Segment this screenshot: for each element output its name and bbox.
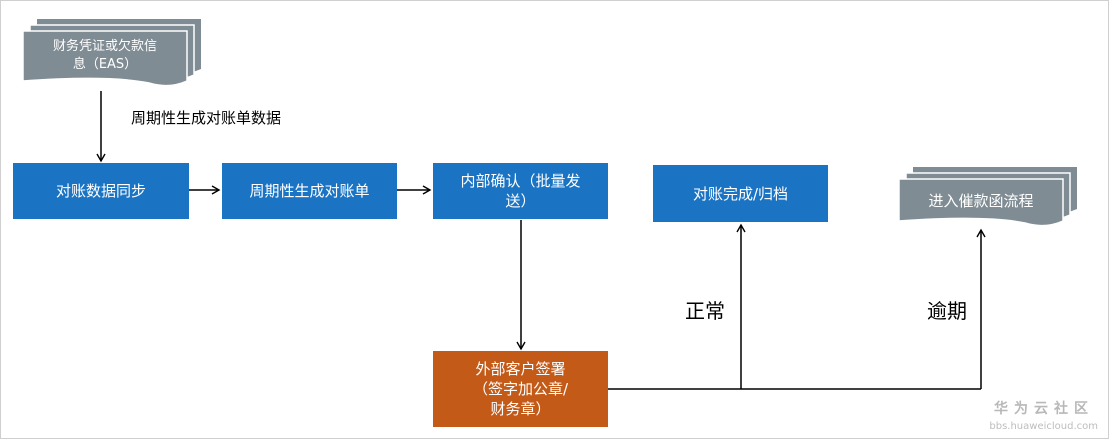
confirm-node-line2: 送） bbox=[505, 192, 536, 210]
dunning-document-text: 进入催款函流程 bbox=[899, 179, 1063, 221]
source-document-shape: 财务凭证或欠款信 息（EAS） bbox=[23, 19, 203, 93]
dunning-document-label: 进入催款函流程 bbox=[928, 191, 1034, 210]
sync-node-label: 对账数据同步 bbox=[55, 182, 146, 200]
generate-node: 周期性生成对账单 bbox=[222, 163, 397, 219]
sync-node: 对账数据同步 bbox=[13, 163, 189, 219]
overdue-edge-label: 逾期 bbox=[927, 299, 967, 323]
customer-node-line3: 财务章） bbox=[490, 400, 551, 418]
source-document-line2: 息（EAS） bbox=[72, 57, 138, 72]
customer-sign-node: 外部客户签署 （签字加公章/ 财务章） bbox=[433, 351, 608, 427]
cycle-label: 周期性生成对账单数据 bbox=[131, 109, 282, 127]
generate-node-label: 周期性生成对账单 bbox=[249, 182, 370, 200]
dunning-document-shape: 进入催款函流程 bbox=[899, 167, 1079, 231]
customer-node-line1: 外部客户签署 bbox=[475, 360, 566, 378]
done-node: 对账完成/归档 bbox=[653, 165, 828, 222]
normal-edge-label: 正常 bbox=[685, 299, 725, 323]
source-document-text: 财务凭证或欠款信 息（EAS） bbox=[23, 31, 187, 81]
confirm-node-line1: 内部确认（批量发 bbox=[460, 172, 581, 190]
watermark-url: bbs.huaweicloud.com bbox=[989, 421, 1098, 432]
source-document-line1: 财务凭证或欠款信 bbox=[52, 39, 157, 54]
customer-node-line2: （签字加公章/ bbox=[472, 380, 569, 398]
watermark-logo-text: 华为云社区 bbox=[994, 401, 1094, 417]
confirm-node: 内部确认（批量发 送） bbox=[433, 163, 608, 219]
done-node-label: 对账完成/归档 bbox=[692, 184, 789, 203]
